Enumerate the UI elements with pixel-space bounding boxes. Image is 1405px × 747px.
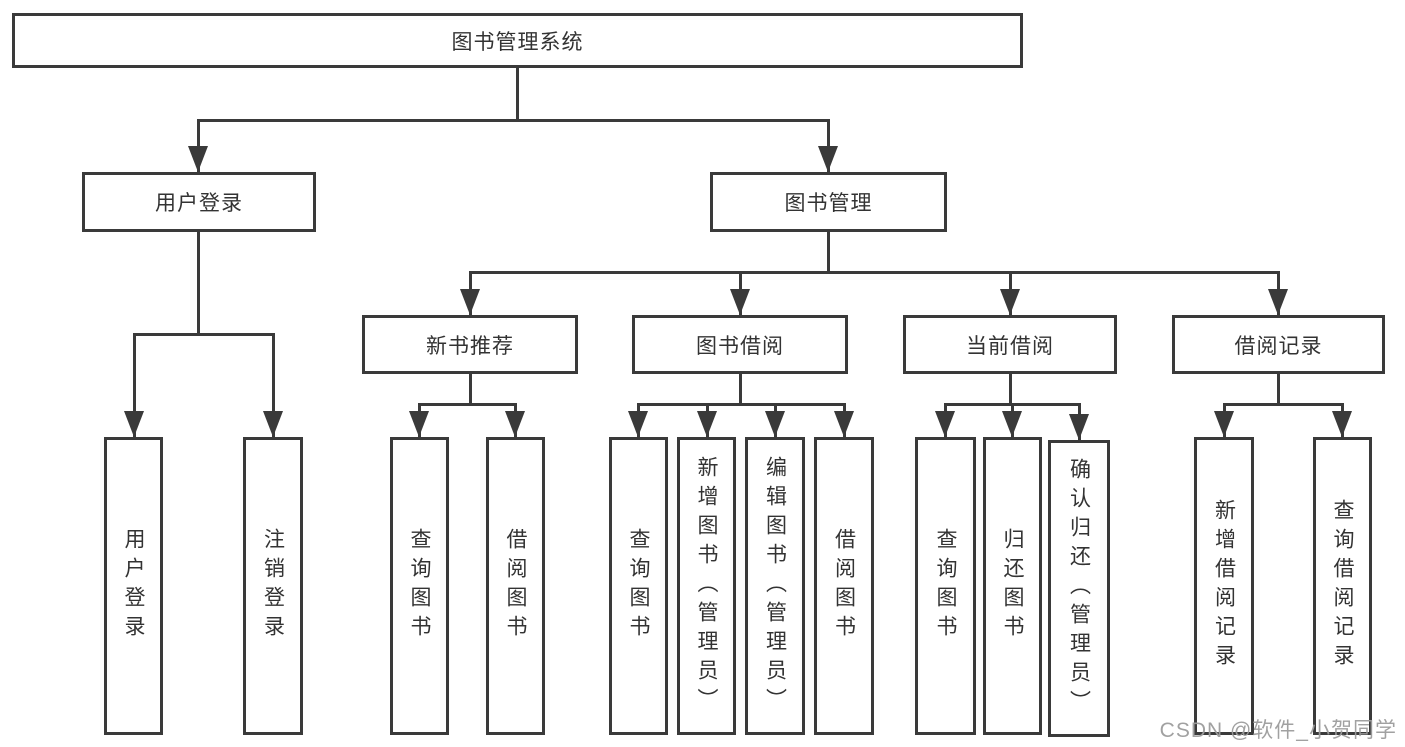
arrow-down-icon	[834, 411, 854, 437]
connector-line	[827, 232, 830, 274]
leaf-recommend-query-book: 查询图书	[390, 437, 449, 735]
leaf-current-confirm-return-admin: 确认归还（管理员）	[1048, 440, 1110, 737]
connector-line	[133, 333, 136, 437]
arrow-down-icon	[697, 411, 717, 437]
connector-line	[469, 271, 1280, 274]
node-book-borrow: 图书借阅	[632, 315, 848, 374]
arrow-down-icon	[935, 411, 955, 437]
arrow-down-icon	[460, 289, 480, 315]
connector-line	[827, 119, 830, 172]
leaf-records-query-record: 查询借阅记录	[1313, 437, 1372, 735]
connector-line	[469, 374, 472, 406]
arrow-down-icon	[1268, 289, 1288, 315]
leaf-records-add-record: 新增借阅记录	[1194, 437, 1254, 735]
connector-line	[1223, 403, 1344, 406]
node-user-login: 用户登录	[82, 172, 316, 232]
leaf-user-login: 用户登录	[104, 437, 163, 735]
arrow-down-icon	[1002, 411, 1022, 437]
connector-line	[637, 403, 846, 406]
leaf-logout: 注销登录	[243, 437, 303, 735]
leaf-borrow-borrow-book: 借阅图书	[814, 437, 874, 735]
arrow-down-icon	[188, 146, 208, 172]
csdn-watermark: CSDN @软件_小贺同学	[1159, 719, 1397, 742]
leaf-current-return-book: 归还图书	[983, 437, 1042, 735]
node-new-book-recommend: 新书推荐	[362, 315, 578, 374]
arrow-down-icon	[628, 411, 648, 437]
connector-line	[197, 119, 200, 172]
connector-line	[739, 374, 742, 406]
node-current-borrow: 当前借阅	[903, 315, 1117, 374]
leaf-borrow-query-book: 查询图书	[609, 437, 668, 735]
arrow-down-icon	[818, 146, 838, 172]
node-root: 图书管理系统	[12, 13, 1023, 68]
leaf-recommend-borrow-book: 借阅图书	[486, 437, 545, 735]
connector-line	[516, 68, 519, 122]
arrow-down-icon	[505, 411, 525, 437]
arrow-down-icon	[1000, 289, 1020, 315]
leaf-borrow-add-book-admin: 新增图书（管理员）	[677, 437, 736, 735]
arrow-down-icon	[1069, 414, 1089, 440]
connector-line	[197, 232, 200, 336]
arrow-down-icon	[263, 411, 283, 437]
arrow-down-icon	[730, 289, 750, 315]
node-borrow-records: 借阅记录	[1172, 315, 1385, 374]
arrow-down-icon	[1332, 411, 1352, 437]
connector-line	[272, 333, 275, 437]
connector-line	[133, 333, 275, 336]
arrow-down-icon	[124, 411, 144, 437]
connector-line	[197, 119, 830, 122]
connector-line	[418, 403, 517, 406]
arrow-down-icon	[409, 411, 429, 437]
arrow-down-icon	[765, 411, 785, 437]
arrow-down-icon	[1214, 411, 1234, 437]
connector-line	[1277, 374, 1280, 406]
connector-line	[1009, 374, 1012, 406]
node-book-management: 图书管理	[710, 172, 947, 232]
leaf-borrow-edit-book-admin: 编辑图书（管理员）	[745, 437, 805, 735]
leaf-current-query-book: 查询图书	[915, 437, 976, 735]
